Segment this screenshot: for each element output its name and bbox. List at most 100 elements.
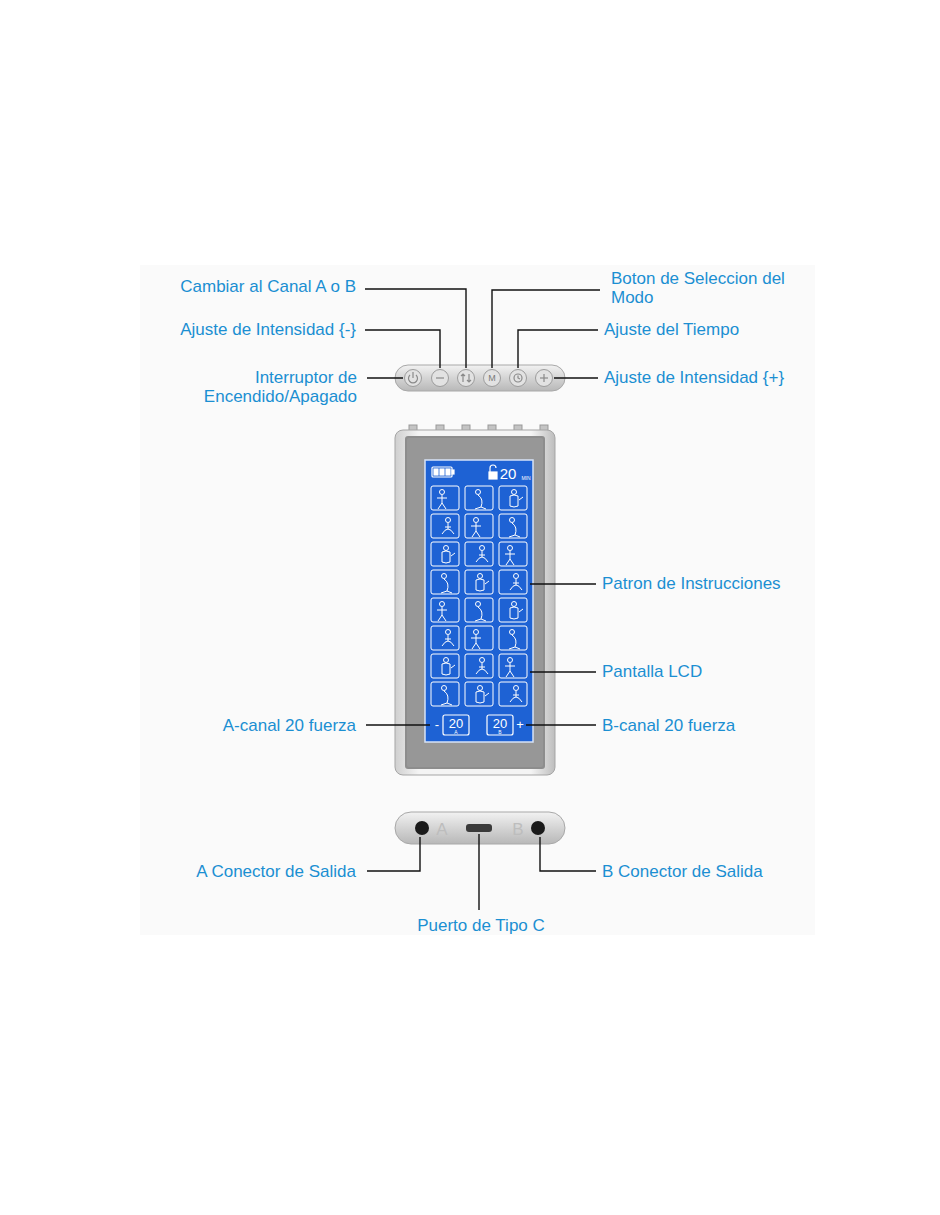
mode-icon — [431, 514, 459, 538]
callout-label: B Conector de Salida — [602, 862, 763, 881]
mode-icon — [510, 579, 522, 590]
mode-icon — [510, 518, 515, 523]
mode-icon — [442, 663, 455, 675]
mode-icon — [474, 630, 479, 635]
mode-icon — [499, 598, 527, 622]
timer-readout: 20 — [500, 466, 517, 481]
mode-icon — [476, 691, 489, 703]
callout-label: Pantalla LCD — [602, 662, 702, 681]
mode-icon — [431, 542, 459, 566]
mode-icon — [510, 607, 523, 619]
mode-icon — [465, 626, 493, 650]
mode-icon — [437, 607, 447, 621]
mode-icon — [440, 602, 445, 607]
mode-icon — [446, 630, 451, 635]
mode-icon — [474, 518, 479, 523]
mode-icon — [514, 686, 519, 691]
mode-icon — [499, 514, 527, 538]
mode-icon — [441, 691, 452, 705]
mode-icon — [444, 658, 449, 663]
button-mark: M — [488, 374, 496, 383]
mode-icon — [465, 542, 493, 566]
mode-icon — [505, 551, 515, 565]
intensity-readout: 20 — [493, 717, 507, 730]
mode-icon — [509, 523, 520, 537]
mode-icon — [514, 574, 519, 579]
callout-label: Ajuste de Intensidad {-} — [180, 320, 356, 339]
mode-icon — [510, 691, 522, 702]
callout-label: Puerto de Tipo C — [417, 916, 545, 935]
mode-icon — [480, 546, 485, 551]
mode-icon — [499, 486, 527, 510]
mode-icon — [442, 551, 455, 563]
device-body — [395, 425, 555, 775]
callout-label: A Conector de Salida — [196, 862, 356, 881]
button-bar — [395, 365, 565, 391]
mode-icon — [465, 654, 493, 678]
callout-label: Boton de Seleccion del Modo — [611, 269, 791, 307]
mode-icon — [480, 658, 485, 663]
leader-lines — [365, 289, 600, 910]
mode-icon — [431, 486, 459, 510]
mode-icon — [431, 626, 459, 650]
callout-label: A-canal 20 fuerza — [223, 716, 356, 735]
mode-icon — [431, 654, 459, 678]
callout-label: Cambiar al Canal A o B — [180, 277, 356, 296]
mode-icon — [512, 602, 517, 607]
callout-label: Patron de Instrucciones — [602, 574, 781, 593]
mode-icon — [508, 658, 513, 663]
callout-label: Interruptor de Encendido/Apagado — [172, 368, 357, 406]
mode-icon — [476, 490, 481, 495]
mode-icon — [512, 490, 517, 495]
timer-unit: MIN — [521, 476, 530, 481]
mode-icon — [475, 495, 486, 509]
mode-icon — [478, 574, 483, 579]
jack-mark: A — [436, 821, 447, 838]
mode-icon — [441, 579, 452, 593]
mode-icon — [440, 490, 445, 495]
mode-icon — [471, 635, 481, 649]
mode-icon — [442, 523, 454, 534]
mode-icon — [437, 495, 447, 509]
mode-icon — [475, 607, 486, 621]
mode-icon — [476, 551, 488, 562]
mode-icon — [499, 542, 527, 566]
mode-icon — [508, 546, 513, 551]
mode-icon — [442, 686, 447, 691]
channel-mark: A — [454, 730, 457, 735]
mode-icon — [509, 635, 520, 649]
callout-label: B-canal 20 fuerza — [602, 716, 735, 735]
plus-sign: + — [516, 718, 524, 731]
mode-icon — [465, 514, 493, 538]
background-panel — [140, 265, 815, 935]
mode-icon — [442, 635, 454, 646]
mode-icon — [476, 579, 489, 591]
jack-mark: B — [512, 821, 523, 838]
mode-icon — [431, 598, 459, 622]
callout-label: Ajuste del Tiempo — [604, 320, 739, 339]
mode-icon — [431, 682, 459, 706]
mode-icon — [444, 546, 449, 551]
mode-icon — [499, 570, 527, 594]
mode-icon — [446, 518, 451, 523]
mode-icon — [471, 523, 481, 537]
mode-icon — [476, 602, 481, 607]
mode-icon — [465, 598, 493, 622]
mode-icon — [499, 626, 527, 650]
channel-mark: B — [498, 730, 501, 735]
mode-icon — [499, 682, 527, 706]
mode-icon — [499, 654, 527, 678]
mode-icon — [510, 630, 515, 635]
mode-icon — [505, 663, 515, 677]
mode-icon — [476, 663, 488, 674]
mode-icon — [478, 686, 483, 691]
minus-sign: - — [435, 718, 439, 731]
callout-label: Ajuste de Intensidad {+} — [604, 368, 784, 387]
mode-icon — [431, 570, 459, 594]
mode-icon — [465, 682, 493, 706]
intensity-readout: 20 — [449, 717, 463, 730]
mode-icon — [442, 574, 447, 579]
mode-icon — [510, 495, 523, 507]
